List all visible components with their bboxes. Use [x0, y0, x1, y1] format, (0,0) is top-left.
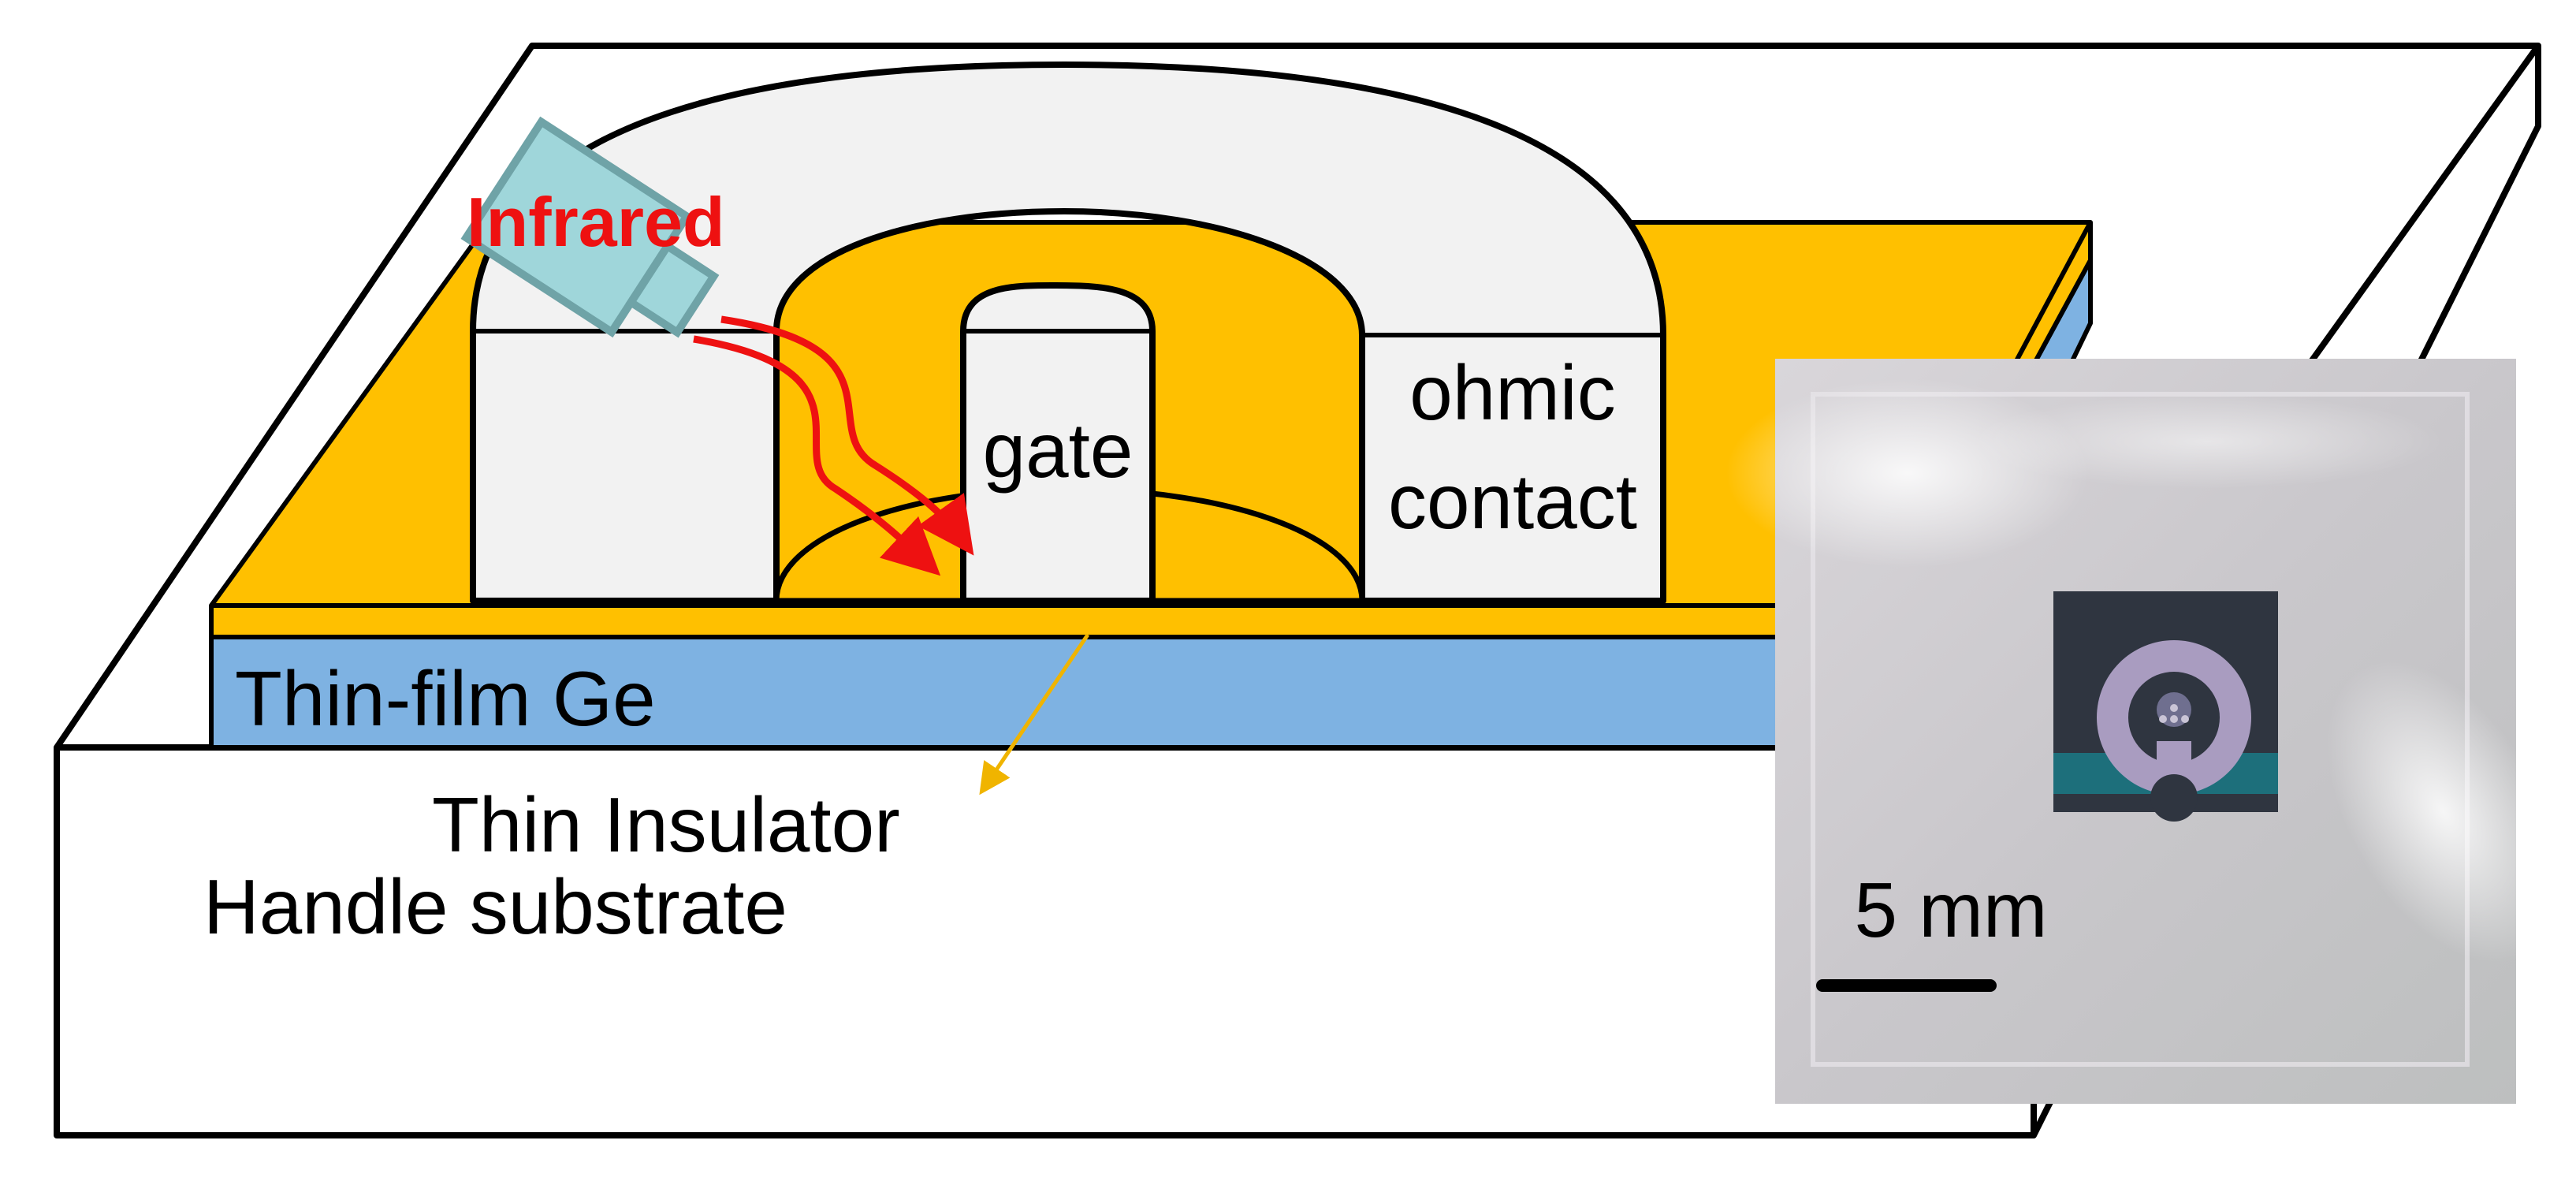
ohmic-label-line1: ohmic [1409, 349, 1615, 436]
gate-label: gate [983, 407, 1134, 494]
ir-source-icon [460, 116, 720, 338]
ohmic-label-line2: contact [1388, 458, 1637, 545]
infrared-label: Infrared [467, 183, 725, 261]
handle-substrate-label: Handle substrate [203, 863, 787, 950]
scale-label: 5 mm [1855, 866, 2048, 953]
thin-film-ge-label: Thin-film Ge [235, 655, 656, 742]
insulator-pointer [979, 633, 1090, 796]
device-chip [2053, 591, 2278, 822]
infrared-rays [693, 315, 974, 576]
device-photo-inset: 5 mm [1726, 359, 2560, 1104]
gate-electrode [960, 281, 1156, 604]
ohmic-contact-ring [470, 61, 1666, 604]
thin-insulator-label: Thin Insulator [432, 781, 900, 868]
